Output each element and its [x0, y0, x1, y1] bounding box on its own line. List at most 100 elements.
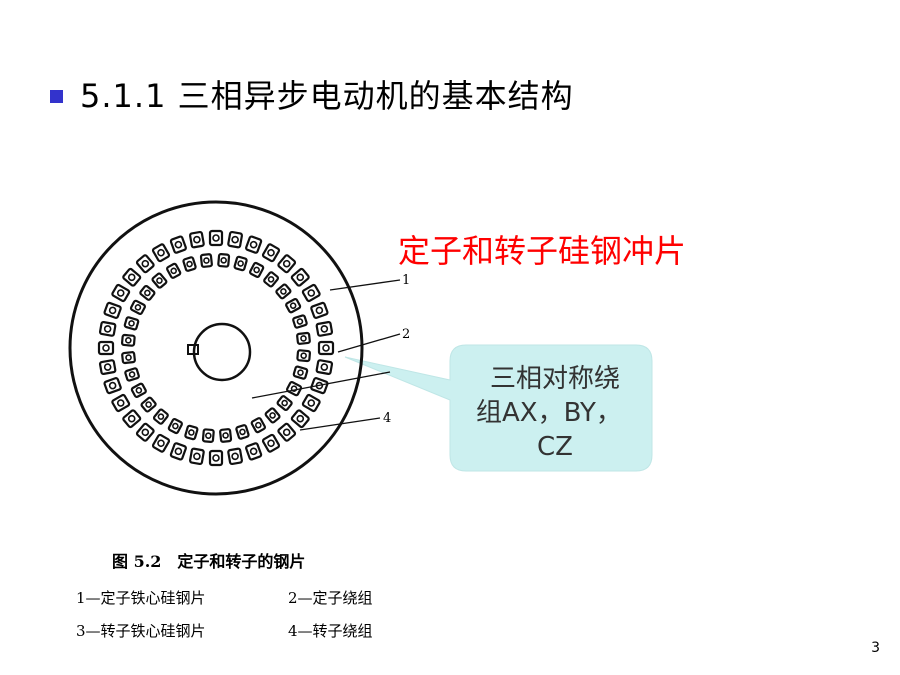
- rotor-slot-conductor: [300, 352, 307, 359]
- legend-item-4: 4—转子绕组: [288, 622, 373, 640]
- stator-slot-32: [122, 267, 142, 287]
- stator-slot-outline: [151, 243, 171, 263]
- stator-slot-outline: [135, 422, 155, 442]
- legend-row-2: 3—转子铁心硅钢片 4—转子绕组: [76, 620, 373, 641]
- rotor-slot-conductor: [135, 387, 143, 394]
- shaft-circle: [192, 322, 252, 382]
- stator-slot-outline: [97, 340, 115, 356]
- rotor-slot-conductor: [144, 289, 151, 297]
- stator-slot-outline: [208, 449, 224, 467]
- figure-label-1: 1: [402, 273, 410, 288]
- rotor-slot-conductor: [267, 276, 275, 283]
- rotor-slots: [120, 252, 312, 444]
- rotor-slot-conductor: [300, 335, 307, 342]
- callout-text: 三相对称绕 组AX，BY， CZ: [470, 362, 640, 464]
- stator-slot-6: [290, 267, 310, 287]
- stator-slot-outline: [169, 235, 187, 254]
- stator-slot-17: [245, 442, 263, 461]
- rotor-slot-26: [123, 316, 140, 331]
- rotor-slot-conductor: [156, 277, 163, 284]
- stator-slot-13: [301, 393, 321, 413]
- rotor-slot-conductor: [220, 257, 227, 264]
- stator-slot-26: [103, 377, 122, 395]
- stator-slot-conductor: [267, 248, 275, 257]
- stator-outer-circle: [68, 200, 364, 496]
- stator-slot-conductor: [322, 344, 330, 352]
- rotor-slot-outline: [233, 255, 248, 272]
- rotor-slot-outline: [276, 395, 293, 412]
- stator-slot-outline: [188, 230, 205, 249]
- stator-slot-outline: [261, 243, 281, 263]
- rotor-slot-32: [199, 253, 213, 268]
- stator-slot-outline: [103, 377, 122, 395]
- rotor-slot-13: [264, 407, 281, 424]
- shaft-key: [187, 344, 199, 355]
- stator-slot-12: [310, 377, 329, 395]
- leader-line-3: [251, 371, 391, 399]
- rotor-slot-outline: [124, 367, 140, 382]
- rotor-slot-12: [276, 395, 293, 412]
- rotor-slot-outline: [166, 262, 182, 279]
- rotor-slot-outline: [263, 271, 280, 288]
- rotor-slot-25: [120, 333, 136, 347]
- stator-slot-27: [98, 359, 117, 376]
- rotor-slot-22: [130, 382, 147, 398]
- rotor-slot-conductor: [253, 266, 260, 274]
- stator-slot-conductor: [102, 344, 110, 352]
- stator-slot-outline: [277, 422, 297, 442]
- rotor-slot-31: [182, 256, 197, 272]
- rotor-slot-20: [152, 408, 169, 425]
- leader-line-2: [337, 333, 401, 353]
- rotor-slot-conductor: [134, 304, 142, 311]
- rotor-slot-outline: [217, 252, 231, 268]
- stator-slot-31: [111, 283, 131, 303]
- rotor-slot-19: [167, 418, 183, 435]
- stator-slot-conductor: [296, 273, 305, 282]
- red-title: 定子和转子硅钢冲片: [398, 232, 687, 270]
- rotor-slot-outline: [129, 299, 146, 315]
- rotor-slot-conductor: [255, 421, 262, 429]
- stator-slot-outline: [98, 320, 117, 337]
- stator-slot-conductor: [231, 235, 239, 244]
- rotor-slot-conductor: [239, 428, 246, 436]
- stator-slot-conductor: [103, 363, 112, 371]
- rotor-slot-conductor: [296, 318, 304, 325]
- stator-slot-36: [188, 230, 205, 249]
- rotor-slot-conductor: [205, 432, 212, 439]
- rotor-slot-outline: [285, 298, 302, 314]
- rotor-slot-6: [285, 298, 302, 314]
- stator-slot-conductor: [157, 439, 165, 448]
- stator-slot-16: [261, 433, 281, 453]
- rotor-slot-conductor: [237, 260, 244, 267]
- rotor-slot-outline: [249, 261, 265, 278]
- stator-slot-conductor: [108, 381, 117, 390]
- stator-slot-outline: [245, 235, 263, 254]
- stator-slot-7: [301, 283, 321, 303]
- stator-slot-conductor: [249, 240, 258, 249]
- stator-slot-18: [227, 447, 244, 466]
- rotor-slot-conductor: [128, 371, 136, 378]
- figure-label-2: 2: [402, 327, 410, 342]
- stator-slot-conductor: [320, 325, 329, 333]
- rotor-slot-conductor: [203, 257, 210, 264]
- stator-slot-conductor: [296, 414, 305, 423]
- rotor-slot-outline: [184, 424, 199, 441]
- stator-slot-35: [169, 235, 187, 254]
- stator-slot-outline: [315, 320, 334, 337]
- rotor-slot-conductor: [172, 422, 179, 430]
- stator-slot-21: [169, 442, 187, 461]
- rotor-slot-14: [250, 417, 266, 434]
- rotor-slot-conductor: [125, 337, 132, 344]
- stator-slot-conductor: [141, 428, 150, 437]
- rotor-slot-outline: [130, 382, 147, 398]
- stator-slot-outline: [135, 254, 155, 274]
- stator-slot-outline: [245, 442, 263, 461]
- stator-slot-8: [310, 301, 329, 319]
- stator-slot-conductor: [127, 414, 136, 423]
- rotor-slot-conductor: [128, 320, 135, 327]
- stator-slot-conductor: [212, 454, 220, 462]
- stator-slot-15: [277, 422, 297, 442]
- stator-slot-conductor: [249, 447, 258, 456]
- stator-slot-20: [188, 447, 205, 466]
- stator-slot-conductor: [193, 235, 201, 244]
